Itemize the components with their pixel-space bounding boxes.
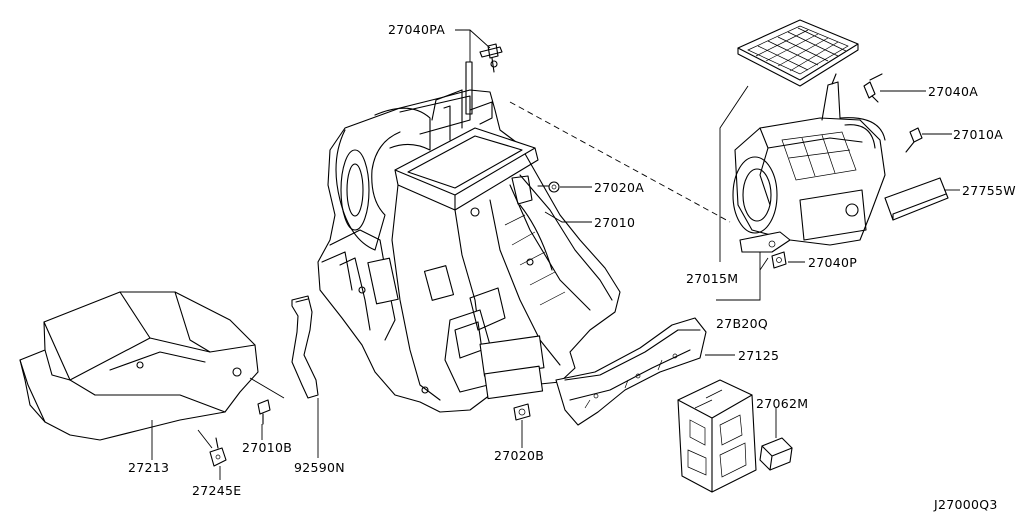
filter-pad-27755W — [884, 177, 949, 221]
screw-27020B — [513, 403, 531, 421]
heater-unit — [317, 61, 621, 413]
label-27B20Q: 27B20Q — [716, 316, 768, 331]
label-27040PA: 27040PA — [388, 22, 445, 37]
dashed-connector — [509, 101, 731, 223]
screw-27010A — [905, 127, 923, 153]
clip-27245E — [209, 437, 227, 467]
label-27125: 27125 — [738, 348, 779, 363]
label-27245E: 27245E — [192, 483, 241, 498]
label-27062M: 27062M — [756, 396, 808, 411]
label-27010: 27010 — [594, 215, 635, 230]
label-27010A: 27010A — [953, 127, 1003, 142]
label-27755W: 27755W — [962, 183, 1016, 198]
leader-lines — [151, 29, 960, 480]
screw-27040PA — [479, 43, 503, 73]
screw-27020A — [537, 181, 560, 193]
label-27015M: 27015M — [686, 271, 738, 286]
blower-unit — [732, 19, 886, 253]
diagram-code: J27000Q3 — [933, 497, 998, 512]
label-27040P: 27040P — [808, 255, 857, 270]
label-27040A: 27040A — [928, 84, 978, 99]
screw-27040A — [863, 73, 883, 103]
control-unit-27062M — [677, 379, 757, 493]
label-27213: 27213 — [128, 460, 169, 475]
part-labels: 27040PA 27040A 27010A 27020A 27010 27755… — [128, 22, 1016, 512]
label-92590N: 92590N — [294, 460, 345, 475]
connector-27062M — [759, 437, 793, 471]
duct-27125 — [555, 317, 707, 426]
label-27020B: 27020B — [494, 448, 544, 463]
screw-27040P — [771, 251, 787, 269]
screw-27010B — [257, 399, 271, 425]
under-cover-27213 — [19, 291, 259, 441]
label-27010B: 27010B — [242, 440, 292, 455]
label-27020A: 27020A — [594, 180, 644, 195]
hose-92590N — [291, 295, 319, 399]
